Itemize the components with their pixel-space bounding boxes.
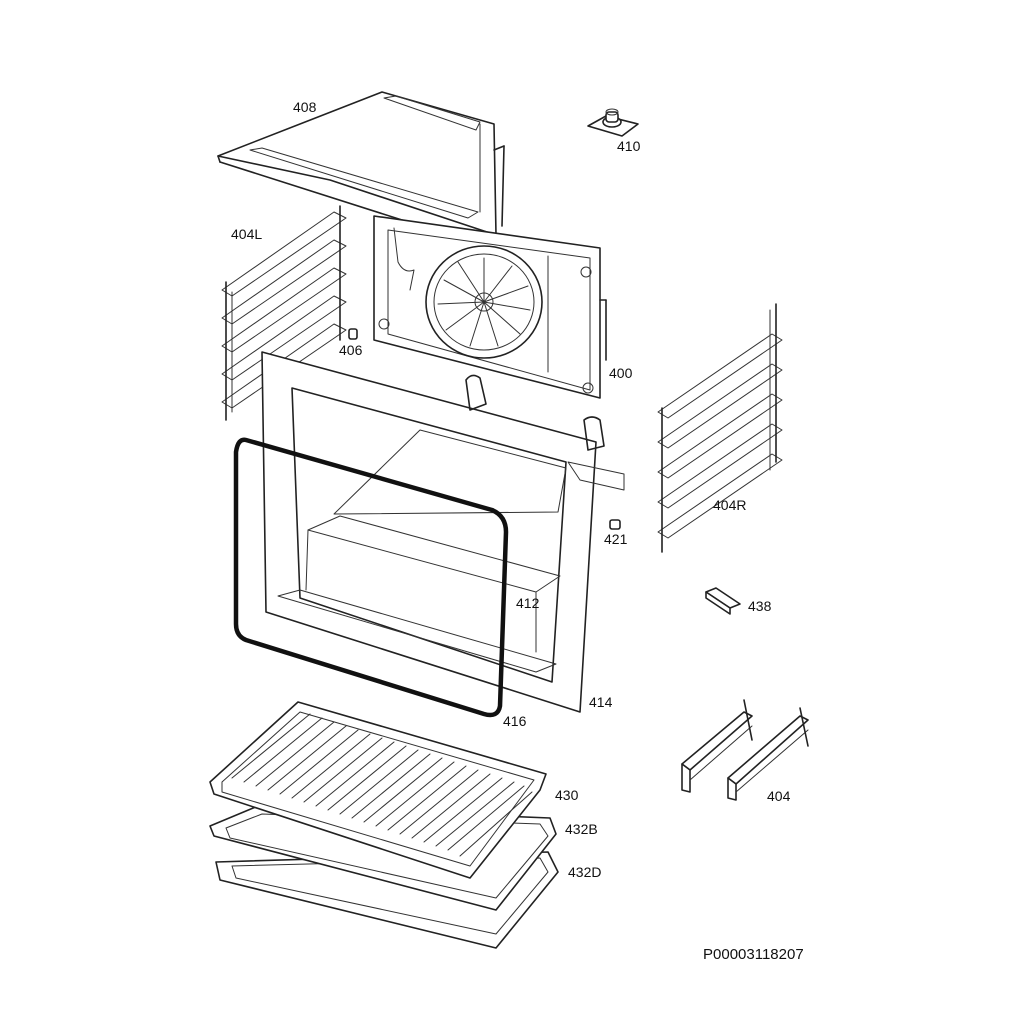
label-400: 400 bbox=[609, 365, 633, 381]
label-408: 408 bbox=[293, 99, 317, 115]
label-421: 421 bbox=[604, 531, 628, 547]
label-404R: 404R bbox=[713, 497, 747, 513]
label-404L: 404L bbox=[231, 226, 263, 242]
part-404R-right-runner bbox=[657, 303, 783, 553]
label-404: 404 bbox=[767, 788, 791, 804]
part-430-wire-rack bbox=[209, 701, 547, 879]
part-404L-left-runner bbox=[221, 205, 347, 421]
part-421-clip bbox=[609, 519, 621, 530]
part-438-bracket bbox=[705, 587, 741, 615]
label-416: 416 bbox=[503, 713, 527, 729]
part-400-back-panel bbox=[373, 215, 607, 399]
part-404-telescopic-runners bbox=[681, 699, 809, 801]
part-410-fan-motor bbox=[587, 108, 639, 137]
label-438: 438 bbox=[748, 598, 772, 614]
part-412-cavity-frame bbox=[261, 351, 625, 713]
part-416-door-seal bbox=[233, 437, 509, 718]
label-430: 430 bbox=[555, 787, 579, 803]
label-412: 412 bbox=[516, 595, 540, 611]
part-408-top-cover bbox=[217, 91, 505, 249]
label-414: 414 bbox=[589, 694, 613, 710]
label-432D: 432D bbox=[568, 864, 602, 880]
document-code: P00003118207 bbox=[703, 946, 804, 963]
label-432B: 432B bbox=[565, 821, 598, 837]
label-410: 410 bbox=[617, 138, 641, 154]
label-406: 406 bbox=[339, 342, 363, 358]
part-406-screw bbox=[348, 328, 358, 340]
